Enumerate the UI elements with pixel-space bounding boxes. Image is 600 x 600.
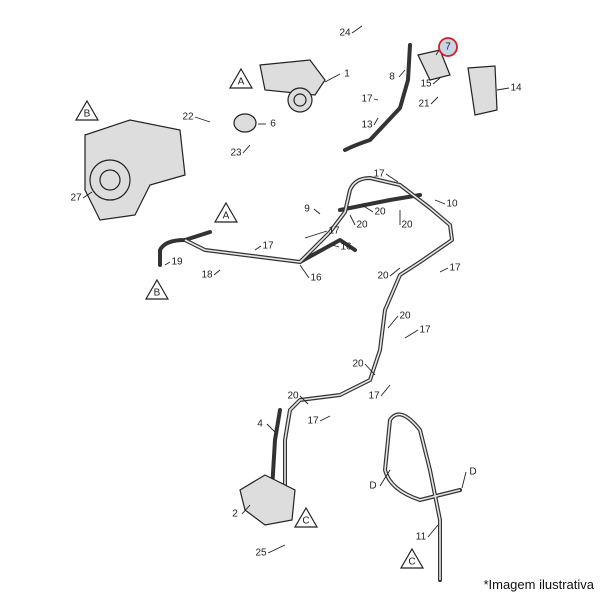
leader-line <box>241 504 251 515</box>
callout-23[interactable]: 23 <box>230 148 242 159</box>
callout-17[interactable]: 17 <box>361 94 373 105</box>
leader-line <box>194 116 211 123</box>
connector-triangle <box>228 67 254 89</box>
leader-line <box>364 363 376 376</box>
leader-line <box>430 96 439 105</box>
leader-line <box>361 204 374 213</box>
callout-4[interactable]: 4 <box>257 419 263 430</box>
callout-24[interactable]: 24 <box>339 28 351 39</box>
callout-17[interactable]: 17 <box>368 391 380 402</box>
leader-line <box>319 415 331 422</box>
callout-1[interactable]: 1 <box>344 69 350 80</box>
callout-20[interactable]: 20 <box>356 220 368 231</box>
leader-line <box>496 87 510 91</box>
callout-19[interactable]: 19 <box>171 257 183 268</box>
leader-line <box>313 208 321 215</box>
callout-17[interactable]: 17 <box>373 169 385 180</box>
connector-triangle <box>144 278 170 300</box>
connector-A: A <box>223 211 230 222</box>
turbocharger <box>84 119 186 221</box>
callout-25[interactable]: 25 <box>255 548 267 559</box>
callout-20[interactable]: 20 <box>377 271 389 282</box>
callout-17[interactable]: 17 <box>328 226 340 237</box>
callout-27[interactable]: 27 <box>70 193 82 204</box>
callout-7[interactable]: 7 <box>445 42 451 53</box>
leader-line <box>432 77 441 85</box>
leader-line <box>299 264 310 279</box>
connector-triangle <box>74 99 100 121</box>
callout-20[interactable]: 20 <box>399 311 411 322</box>
callout-17[interactable]: 17 <box>262 241 274 252</box>
connector-C: C <box>408 557 415 568</box>
connector-A: A <box>238 77 245 88</box>
callout-6[interactable]: 6 <box>270 119 276 130</box>
leader-line <box>373 98 379 101</box>
callout-11[interactable]: 11 <box>416 532 427 543</box>
callout-17[interactable]: 17 <box>449 263 461 274</box>
connector-triangle <box>399 547 425 569</box>
leader-line <box>389 267 401 277</box>
callout-16[interactable]: 16 <box>340 242 352 253</box>
leader-line <box>213 269 221 276</box>
connector-C: C <box>302 516 309 527</box>
leader-line <box>299 395 309 405</box>
leader-line <box>254 245 262 251</box>
leader-line <box>387 315 399 329</box>
callout-D[interactable]: D <box>369 481 376 492</box>
callout-10[interactable]: 10 <box>446 199 458 210</box>
leader-line <box>461 471 467 489</box>
callout-2[interactable]: 2 <box>232 509 238 520</box>
leader-line <box>164 261 171 266</box>
connector-B: B <box>154 288 161 299</box>
callout-8[interactable]: 8 <box>389 72 395 83</box>
callout-14[interactable]: 14 <box>510 83 522 94</box>
leader-line <box>304 230 328 239</box>
callout-17[interactable]: 17 <box>419 325 431 336</box>
callout-22[interactable]: 22 <box>182 112 194 123</box>
leader-line <box>427 524 439 538</box>
leader-line <box>82 191 93 199</box>
leader-line <box>398 69 406 78</box>
leader-line <box>267 544 286 554</box>
leader-line <box>242 144 251 154</box>
leader-line <box>331 244 340 248</box>
leader-line <box>266 423 276 433</box>
connector-triangle <box>213 201 239 223</box>
leader-line <box>349 214 356 226</box>
callout-13[interactable]: 13 <box>361 120 373 131</box>
leader-line <box>373 117 379 126</box>
callout-21[interactable]: 21 <box>418 99 430 110</box>
leader-line <box>439 267 449 273</box>
egr-valve <box>233 59 326 133</box>
pipe-assembly <box>158 43 462 582</box>
callout-9[interactable]: 9 <box>304 204 310 215</box>
callout-18[interactable]: 18 <box>201 270 213 281</box>
callout-20[interactable]: 20 <box>374 207 386 218</box>
callout-20[interactable]: 20 <box>352 359 364 370</box>
callout-D[interactable]: D <box>469 467 476 478</box>
callout-15[interactable]: 15 <box>420 79 432 90</box>
callout-17[interactable]: 17 <box>307 416 319 427</box>
connector-triangle <box>293 506 319 528</box>
leader-line <box>351 25 363 34</box>
callout-20[interactable]: 20 <box>287 391 299 402</box>
connector-B: B <box>84 109 91 120</box>
callout-20[interactable]: 20 <box>401 220 413 231</box>
callout-16[interactable]: 16 <box>310 273 322 284</box>
illustrative-image-caption: *Imagem ilustrativa <box>483 577 594 592</box>
leader-line <box>404 329 419 339</box>
bracket <box>417 49 498 116</box>
leader-line <box>324 73 341 83</box>
leader-line <box>385 173 399 183</box>
leader-line <box>380 384 391 397</box>
highlighted-part-marker <box>438 37 458 57</box>
leader-line <box>379 469 391 487</box>
leader-line <box>434 199 446 205</box>
